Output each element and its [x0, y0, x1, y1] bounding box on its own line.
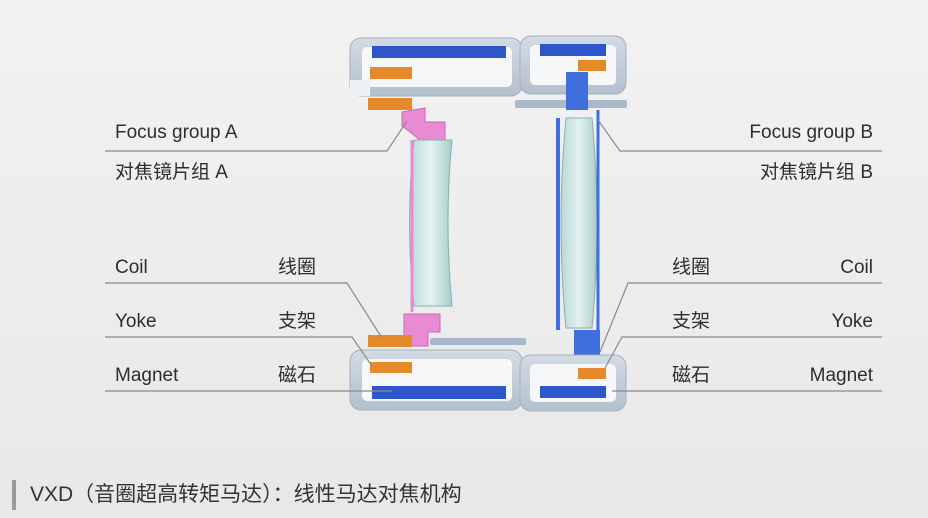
coil-upper-a — [368, 98, 412, 110]
label-magnet-right-zh: 磁石 — [672, 365, 711, 386]
magnet-top-b — [540, 44, 606, 56]
housing-top-a — [349, 37, 523, 97]
coil-bottom-b — [578, 368, 606, 379]
label-magnet-right-en: Magnet — [809, 365, 873, 386]
label-magnet-left-en: Magnet — [115, 365, 179, 386]
guide-rod-bottom — [430, 338, 526, 345]
label-yoke-left-zh: 支架 — [278, 311, 317, 332]
label-magnet-left-zh: 磁石 — [278, 365, 317, 386]
label-yoke-right-en: Yoke — [831, 311, 873, 332]
housing-top-b — [519, 35, 627, 95]
housing-bottom-a — [349, 349, 523, 411]
holder-a-top — [401, 107, 446, 141]
holder-b-top — [566, 72, 588, 110]
label-focus-group-a-en: Focus group A — [115, 122, 238, 143]
leader-yoke-right — [604, 336, 882, 369]
leader-focus-b — [597, 119, 882, 152]
label-coil-right-en: Coil — [840, 257, 873, 278]
label-coil-right-zh: 线圈 — [672, 257, 711, 278]
caption: VXD（音圈超高转矩马达）：线性马达对焦机构 — [30, 483, 462, 506]
coil-top-b — [578, 60, 606, 71]
label-focus-group-a-zh: 对焦镜片组 A — [115, 162, 228, 183]
coil-lower-a — [368, 335, 412, 347]
housing-bottom-b — [519, 354, 627, 412]
magnet-top-a — [372, 46, 506, 58]
lens-a — [409, 139, 453, 307]
label-yoke-right-zh: 支架 — [672, 311, 711, 332]
label-focus-group-b-en: Focus group B — [749, 122, 873, 143]
leader-focus-a — [105, 120, 408, 152]
label-focus-group-b-zh: 对焦镜片组 B — [760, 162, 873, 183]
magnet-bottom-a — [372, 386, 506, 399]
coil-top-a — [370, 67, 412, 79]
label-yoke-left-en: Yoke — [115, 311, 157, 332]
leader-coil-left — [105, 282, 383, 339]
magnet-bottom-b — [540, 386, 606, 398]
leader-coil-right — [599, 282, 882, 353]
label-coil-left-en: Coil — [115, 257, 148, 278]
label-coil-left-zh: 线圈 — [278, 257, 317, 278]
coil-bottom-a — [370, 362, 412, 373]
lens-b — [560, 117, 598, 329]
leader-yoke-left — [105, 336, 373, 367]
caption-accent-bar — [12, 480, 16, 510]
